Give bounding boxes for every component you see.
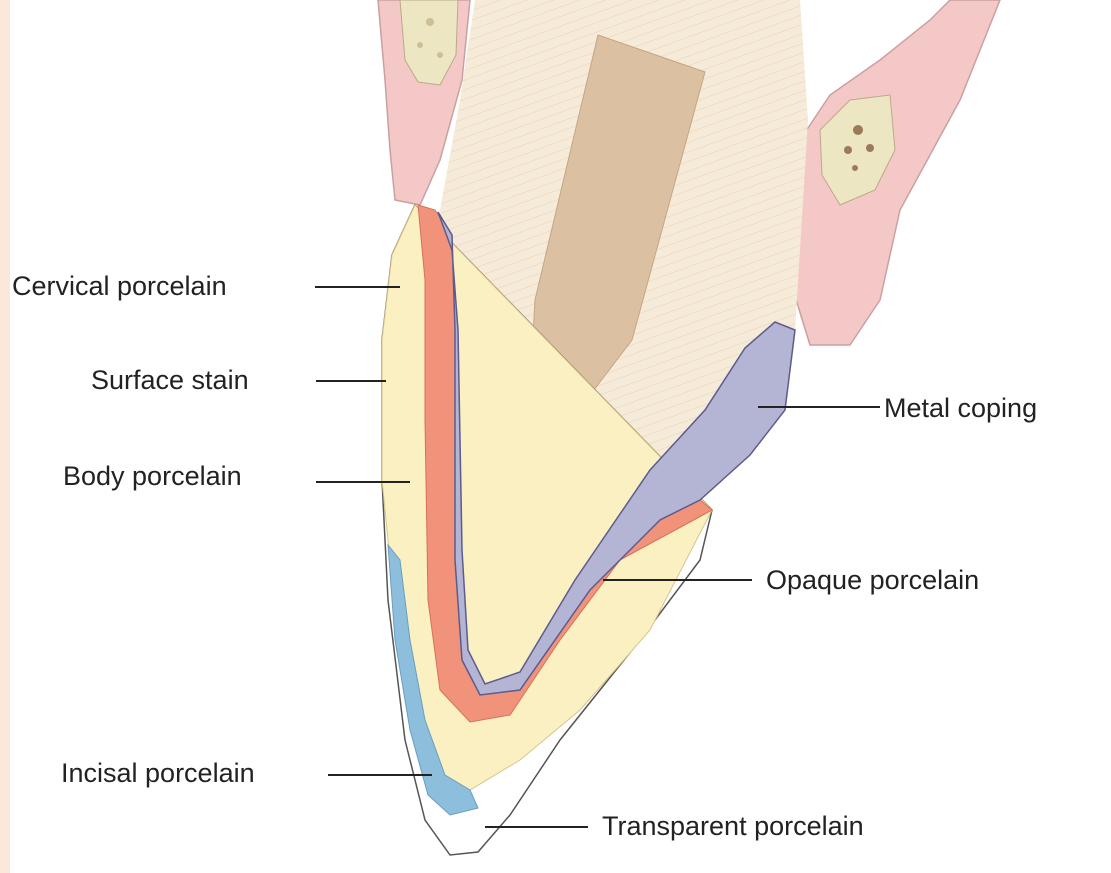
label-metal-coping: Metal coping [884, 395, 1037, 422]
label-body-porcelain: Body porcelain [63, 463, 242, 490]
label-opaque-porcelain: Opaque porcelain [766, 567, 979, 594]
label-incisal-porcelain: Incisal porcelain [61, 760, 255, 787]
label-surface-stain: Surface stain [91, 367, 249, 394]
label-transparent-porcelain: Transparent porcelain [602, 813, 864, 840]
gingiva-right [785, 0, 1000, 345]
label-cervical-porcelain: Cervical porcelain [12, 273, 227, 300]
